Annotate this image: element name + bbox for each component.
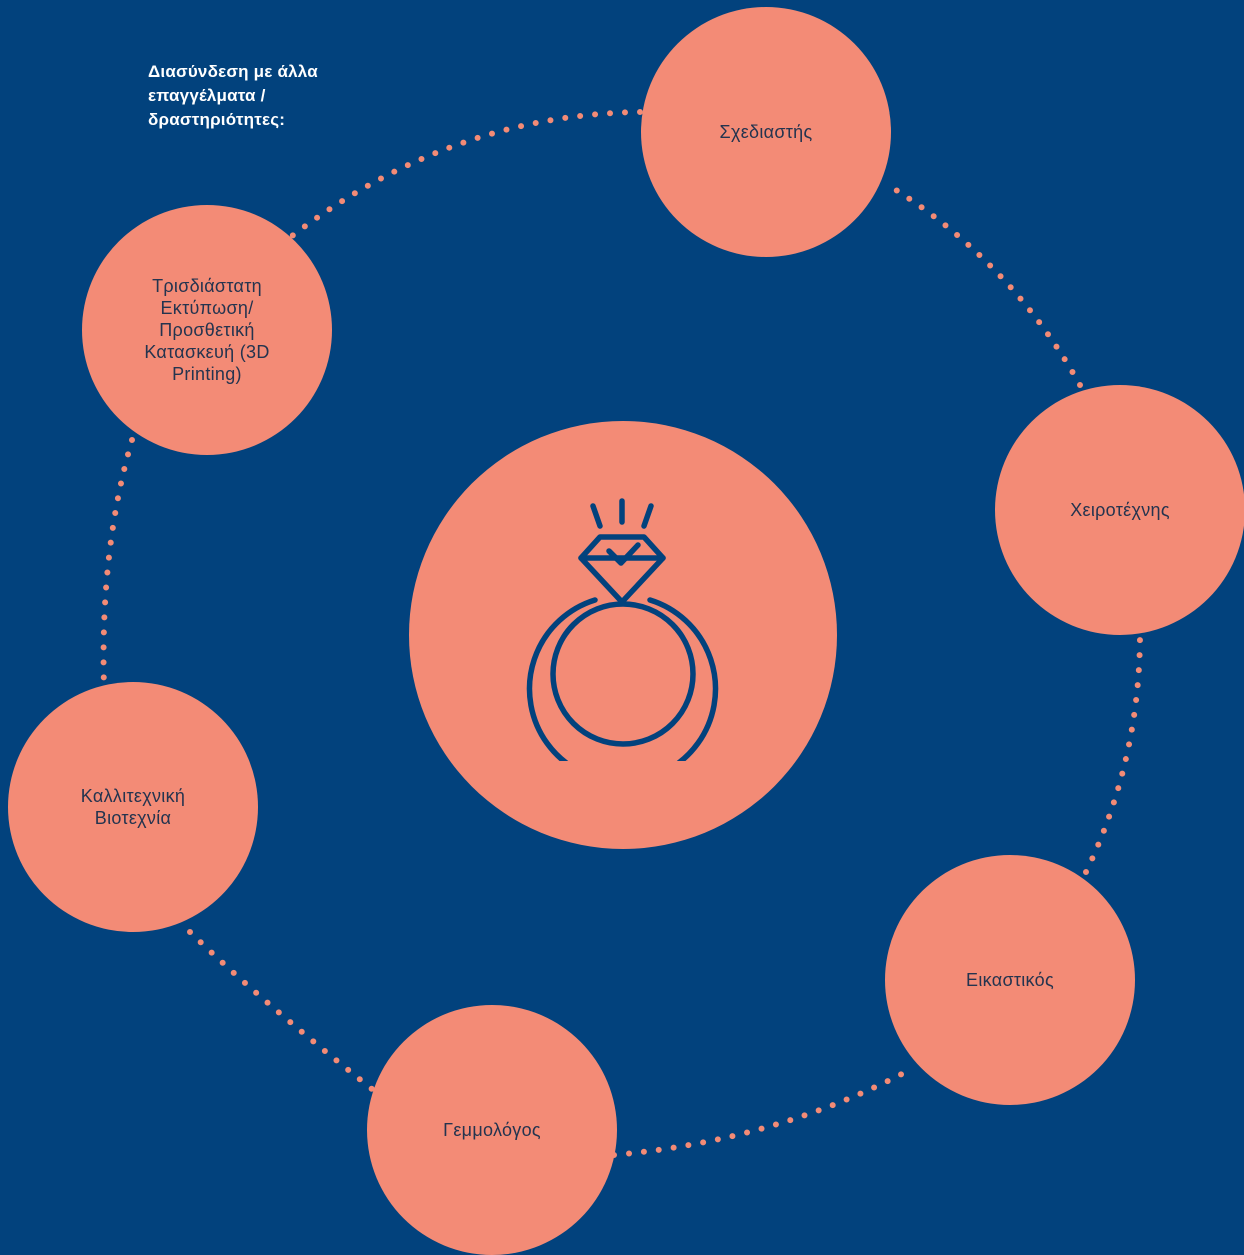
node-artisan-line-1: Καλλιτεχνική	[80, 786, 186, 806]
node-3d-printing-label: Τρισδιάστατη Εκτύπωση/ Προσθετική Κατασκ…	[123, 275, 291, 385]
node-3d-printing: Τρισδιάστατη Εκτύπωση/ Προσθετική Κατασκ…	[82, 205, 332, 455]
diamond-ring-icon	[526, 498, 719, 761]
node-3d-printing-line-1: Τρισδιάστατη	[152, 276, 262, 296]
heading-line-3: δραστηριότητες:	[148, 110, 286, 129]
node-3d-printing-line-2: Εκτύπωση/	[160, 298, 254, 318]
heading-line-1: Διασύνδεση με άλλα	[148, 62, 318, 81]
node-craftsman: Χειροτέχνης	[995, 385, 1244, 635]
node-visual-artist-line-1: Εικαστικός	[966, 970, 1054, 990]
node-3d-printing-line-4: Κατασκευή (3D	[144, 342, 270, 362]
connections-heading: Διασύνδεση με άλλα επαγγέλματα / δραστηρ…	[148, 60, 388, 132]
node-designer-label: Σχεδιαστής	[682, 121, 850, 143]
node-artisan-label: Καλλιτεχνική Βιοτεχνία	[49, 785, 217, 829]
node-visual-artist: Εικαστικός	[885, 855, 1135, 1105]
node-artisan: Καλλιτεχνική Βιοτεχνία	[8, 682, 258, 932]
center-circle	[409, 421, 837, 849]
node-designer-line-1: Σχεδιαστής	[719, 122, 813, 142]
node-visual-artist-label: Εικαστικός	[926, 969, 1094, 991]
node-artisan-line-2: Βιοτεχνία	[94, 808, 172, 828]
node-craftsman-line-1: Χειροτέχνης	[1070, 500, 1170, 520]
node-craftsman-label: Χειροτέχνης	[1036, 499, 1204, 521]
heading-line-2: επαγγέλματα /	[148, 86, 266, 105]
node-gemologist-line-1: Γεμμολόγος	[443, 1120, 541, 1140]
node-designer: Σχεδιαστής	[641, 7, 891, 257]
node-gemologist: Γεμμολόγος	[367, 1005, 617, 1255]
node-gemologist-label: Γεμμολόγος	[408, 1119, 576, 1141]
node-3d-printing-line-3: Προσθετική	[159, 320, 255, 340]
node-3d-printing-line-5: Printing)	[172, 364, 242, 384]
